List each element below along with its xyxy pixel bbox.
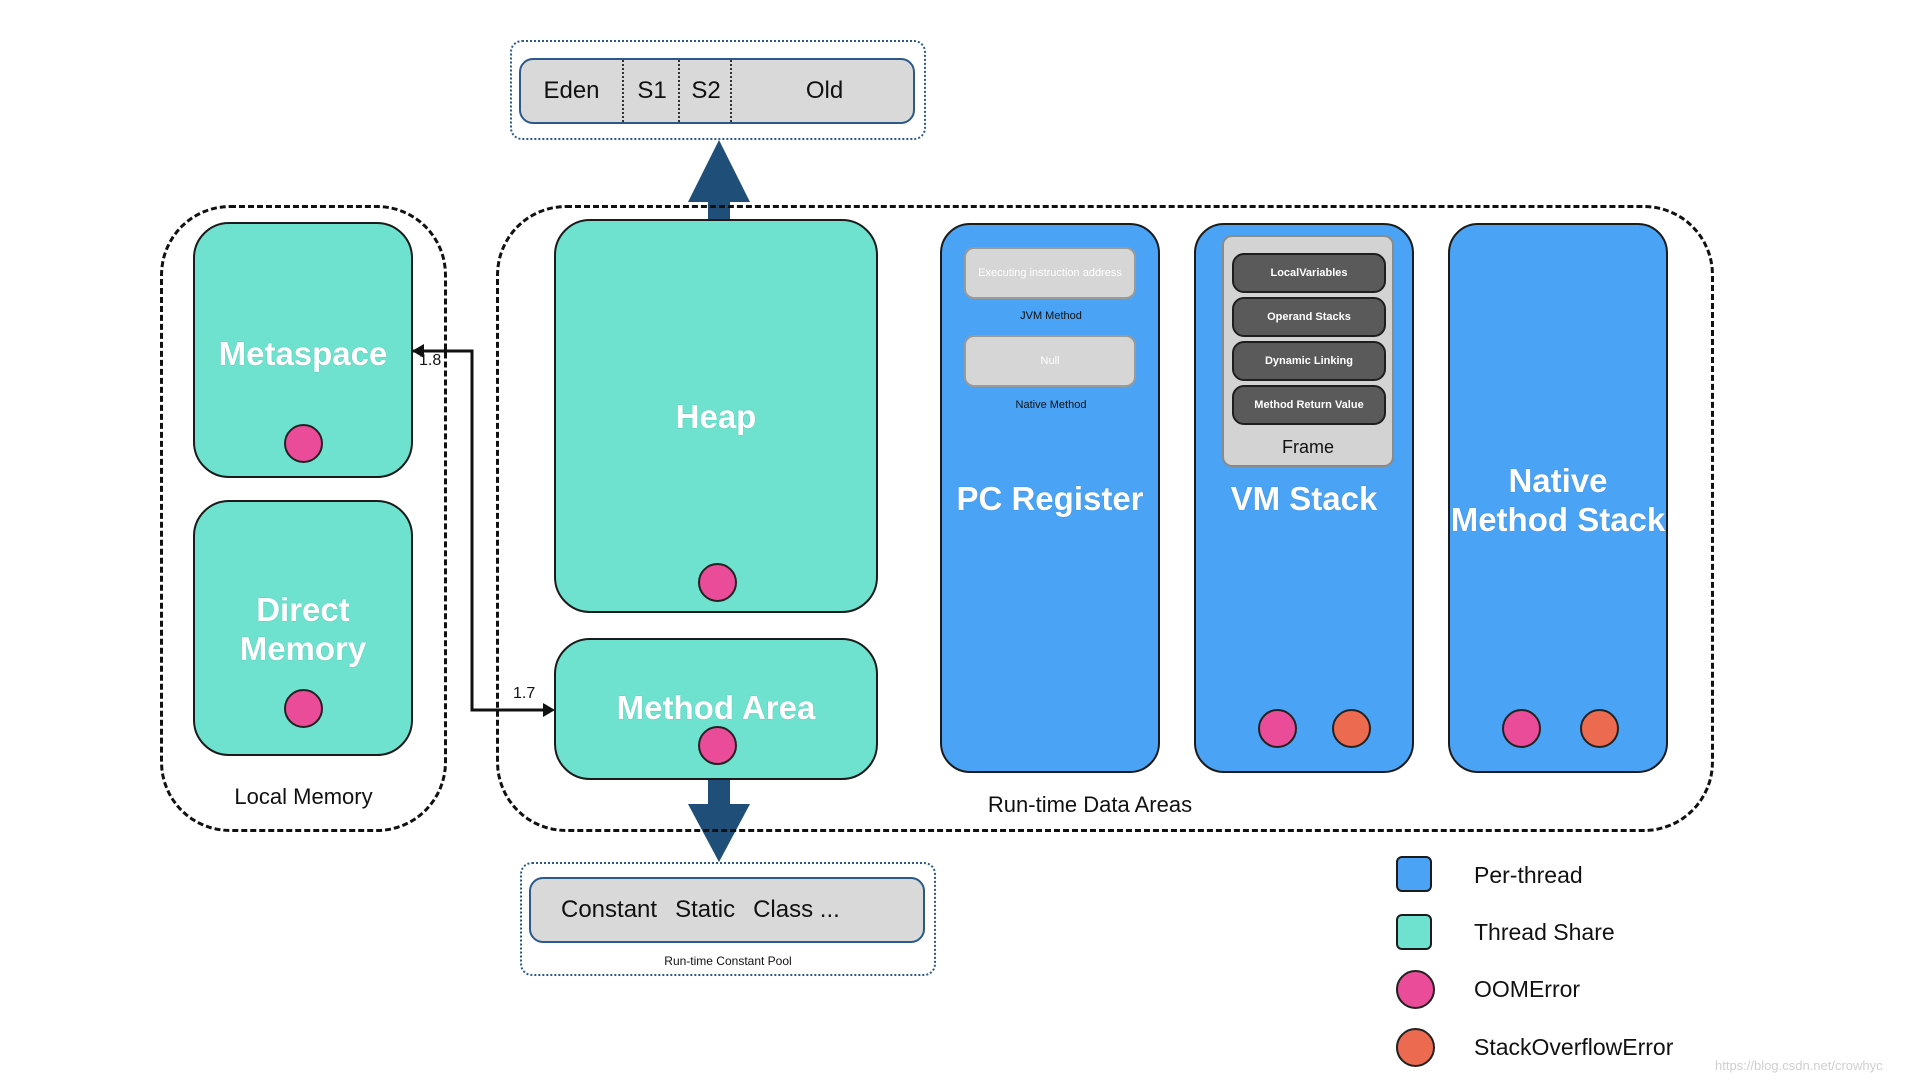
direct-memory-label: Direct Memory — [195, 590, 411, 668]
direct-memory-label-line2: Memory — [239, 630, 367, 667]
frame-item-method-return-value: Method Return Value — [1232, 385, 1386, 425]
constant-pool-container — [520, 862, 936, 976]
metaspace-box: Metaspace — [193, 222, 413, 478]
legend-oom-label: OOMError — [1474, 976, 1581, 1002]
metaspace-label: Metaspace — [218, 335, 388, 372]
constant-pool-item-class: Class ... — [753, 896, 840, 923]
legend: Per-thread Thread Share OOMError StackOv… — [1396, 852, 1796, 1072]
s2-cell: S2 — [678, 60, 732, 122]
eden-label: Eden — [543, 77, 600, 104]
frame-label: Frame — [1281, 437, 1334, 457]
native-method-stack-label-line2: Method Stack — [1450, 501, 1666, 538]
vm-stack-stackoverflow-icon — [1332, 709, 1371, 748]
vm-stack-label: VM Stack — [1230, 480, 1378, 517]
direct-memory-box: Direct Memory — [193, 500, 413, 756]
native-method-label: Native Method — [1015, 399, 1087, 411]
local-memory-region — [160, 205, 447, 832]
direct-memory-label-line1: Direct — [256, 591, 350, 628]
heap-generations-bar: Eden S1 S2 Old — [519, 58, 915, 124]
legend-oom-icon — [1396, 970, 1435, 1009]
constant-pool-label: Run-time Constant Pool — [664, 954, 792, 968]
local-memory-label: Local Memory — [234, 784, 373, 809]
method-area-oom-icon — [698, 726, 737, 765]
native-stack-oom-icon — [1502, 709, 1541, 748]
constant-pool-item-constant: Constant — [561, 896, 658, 923]
version-17-label: 1.7 — [513, 685, 536, 702]
s1-cell: S1 — [622, 60, 680, 122]
pc-register-label: PC Register — [956, 480, 1144, 517]
native-stack-stackoverflow-icon — [1580, 709, 1619, 748]
old-cell: Old — [730, 60, 917, 122]
runtime-data-areas-label: Run-time Data Areas — [987, 792, 1193, 817]
frame-item-operand-stacks: Operand Stacks — [1232, 297, 1386, 337]
s2-label: S2 — [691, 77, 721, 104]
heap-label: Heap — [675, 398, 757, 435]
null-box: Null — [964, 335, 1136, 387]
metaspace-oom-icon — [284, 424, 323, 463]
vm-stack-box: LocalVariables Operand Stacks Dynamic Li… — [1194, 223, 1414, 773]
constant-pool-bar: Constant Static Class ... — [529, 877, 925, 943]
heap-oom-icon — [698, 563, 737, 602]
legend-stackoverflow-icon — [1396, 1028, 1435, 1067]
native-method-stack-box: Native Method Stack — [1448, 223, 1668, 773]
legend-thread-share-swatch — [1396, 914, 1432, 950]
eden-cell: Eden — [521, 60, 622, 122]
s1-label: S1 — [637, 77, 667, 104]
frame-item-dynamic-linking: Dynamic Linking — [1232, 341, 1386, 381]
constant-pool-item-static: Static — [675, 896, 736, 923]
runtime-data-areas-region — [496, 205, 1714, 832]
executing-instruction-box: Executing instruction address — [964, 247, 1136, 299]
pc-register-box: Executing instruction address JVM Method… — [940, 223, 1160, 773]
frame-item-local-variables: LocalVariables — [1232, 253, 1386, 293]
old-label: Old — [805, 77, 844, 104]
frame-container: LocalVariables Operand Stacks Dynamic Li… — [1222, 235, 1394, 467]
legend-stackoverflow-label: StackOverflowError — [1474, 1034, 1674, 1060]
heap-up-arrow — [688, 140, 750, 224]
version-18-label: 1.8 — [419, 352, 442, 369]
method-area-box: Method Area — [554, 638, 878, 780]
method-area-label: Method Area — [616, 689, 816, 726]
method-area-down-arrow — [688, 778, 750, 862]
legend-per-thread-label: Per-thread — [1474, 862, 1583, 888]
heap-generations-container — [510, 40, 926, 140]
legend-thread-share-label: Thread Share — [1474, 919, 1615, 945]
heap-box: Heap — [554, 219, 878, 613]
watermark: https://blog.csdn.net/crowhyc — [1715, 1058, 1883, 1073]
native-method-stack-label-line1: Native — [1508, 462, 1608, 499]
vm-stack-oom-icon — [1258, 709, 1297, 748]
legend-per-thread-swatch — [1396, 856, 1432, 892]
native-method-stack-label: Native Method Stack — [1450, 461, 1666, 539]
version-connector-arrow — [412, 344, 555, 717]
direct-memory-oom-icon — [284, 689, 323, 728]
jvm-method-label: JVM Method — [1020, 310, 1082, 322]
